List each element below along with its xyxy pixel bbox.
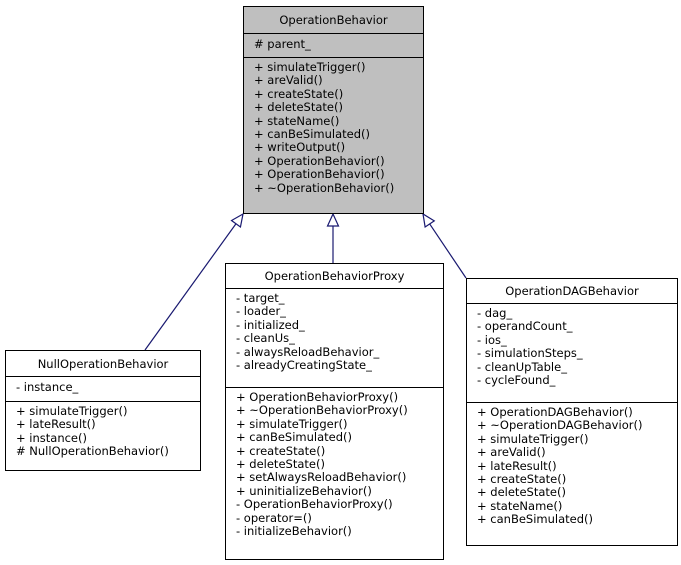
attribute-item: - loader_ xyxy=(236,304,286,319)
method-item: + ~OperationBehavior() xyxy=(254,180,395,195)
method-item: - operator=() xyxy=(236,510,312,525)
inheritance-arrowhead-icon xyxy=(230,212,244,228)
method-item: + OperationBehavior() xyxy=(254,167,385,182)
attribute-item: - cycleFound_ xyxy=(477,373,556,388)
attribute-item: - operandCount_ xyxy=(477,319,573,334)
method-item: + lateResult() xyxy=(16,417,96,432)
attribute-list: # parent_ xyxy=(244,34,423,58)
attribute-item: - cleanUpTable_ xyxy=(477,359,567,374)
method-item: + uninitializeBehavior() xyxy=(236,483,372,498)
method-item: + createState() xyxy=(236,443,326,458)
method-list: + OperationBehaviorProxy()+ ~OperationBe… xyxy=(226,388,443,559)
method-item: + simulateTrigger() xyxy=(477,431,589,446)
method-item: + ~OperationDAGBehavior() xyxy=(477,418,643,433)
attribute-item: # parent_ xyxy=(254,37,311,51)
method-item: + OperationBehaviorProxy() xyxy=(236,390,399,404)
class-name: NullOperationBehavior xyxy=(6,351,200,377)
method-item: + writeOutput() xyxy=(254,140,346,155)
method-item: + lateResult() xyxy=(477,458,557,473)
attribute-item: - alreadyCreatingState_ xyxy=(236,358,372,373)
attribute-item: - initialized_ xyxy=(236,317,305,332)
attribute-item: - dag_ xyxy=(477,306,513,320)
attribute-list: - instance_ xyxy=(6,377,200,402)
method-item: + setAlwaysReloadBehavior() xyxy=(236,470,407,485)
class-box-proxy[interactable]: OperationBehaviorProxy- target_- loader_… xyxy=(225,263,444,560)
method-item: + deleteState() xyxy=(254,100,343,115)
method-item: + deleteState() xyxy=(236,457,325,472)
method-item: # NullOperationBehavior() xyxy=(16,444,169,459)
class-name: OperationBehavior xyxy=(244,7,423,34)
method-item: + canBeSimulated() xyxy=(254,127,370,142)
class-box-base[interactable]: OperationBehavior # parent_ + simulateTrig… xyxy=(243,6,424,214)
attribute-item: - target_ xyxy=(236,291,285,305)
method-item: - OperationBehaviorProxy() xyxy=(236,497,393,512)
inheritance-line-null xyxy=(144,223,237,351)
method-item: + simulateTrigger() xyxy=(254,60,366,74)
method-item: + canBeSimulated() xyxy=(477,512,593,527)
attribute-list: - target_- loader_- initialized_- cleanU… xyxy=(226,289,443,388)
method-item: + ~OperationBehaviorProxy() xyxy=(236,403,408,418)
method-item: + areValid() xyxy=(254,73,323,88)
attribute-list: - dag_- operandCount_- ios_- simulationS… xyxy=(467,304,677,403)
method-item: + instance() xyxy=(16,430,87,445)
method-list: + simulateTrigger()+ lateResult()+ insta… xyxy=(6,402,200,470)
method-item: - initializeBehavior() xyxy=(236,524,352,539)
attribute-item: - simulationSteps_ xyxy=(477,346,583,361)
attribute-item: - instance_ xyxy=(16,380,79,394)
method-item: + OperationBehavior() xyxy=(254,153,385,168)
method-list: + simulateTrigger()+ areValid()+ createS… xyxy=(244,58,423,213)
attribute-item: - alwaysReloadBehavior_ xyxy=(236,344,380,359)
method-item: + simulateTrigger() xyxy=(16,404,128,418)
method-item: + stateName() xyxy=(254,113,340,128)
inheritance-line-dag xyxy=(429,223,467,279)
method-item: + stateName() xyxy=(477,498,563,513)
attribute-item: - cleanUs_ xyxy=(236,331,295,346)
inheritance-arrowhead-icon xyxy=(326,212,340,227)
class-name: OperationDAGBehavior xyxy=(467,279,677,304)
method-item: + OperationDAGBehavior() xyxy=(477,405,633,419)
method-item: + createState() xyxy=(254,86,344,101)
attribute-item: - ios_ xyxy=(477,332,507,347)
method-item: + createState() xyxy=(477,472,567,487)
method-list: + OperationDAGBehavior()+ ~OperationDAGB… xyxy=(467,403,677,545)
class-box-null[interactable]: NullOperationBehavior - instance_ + simula… xyxy=(5,350,201,471)
class-name: OperationBehaviorProxy xyxy=(226,264,443,289)
method-item: + deleteState() xyxy=(477,485,566,500)
method-item: + canBeSimulated() xyxy=(236,430,352,445)
class-box-dag[interactable]: OperationDAGBehavior- dag_- operandCount… xyxy=(466,278,678,546)
method-item: + areValid() xyxy=(477,445,546,460)
inheritance-arrowhead-icon xyxy=(422,212,436,229)
method-item: + simulateTrigger() xyxy=(236,416,348,431)
